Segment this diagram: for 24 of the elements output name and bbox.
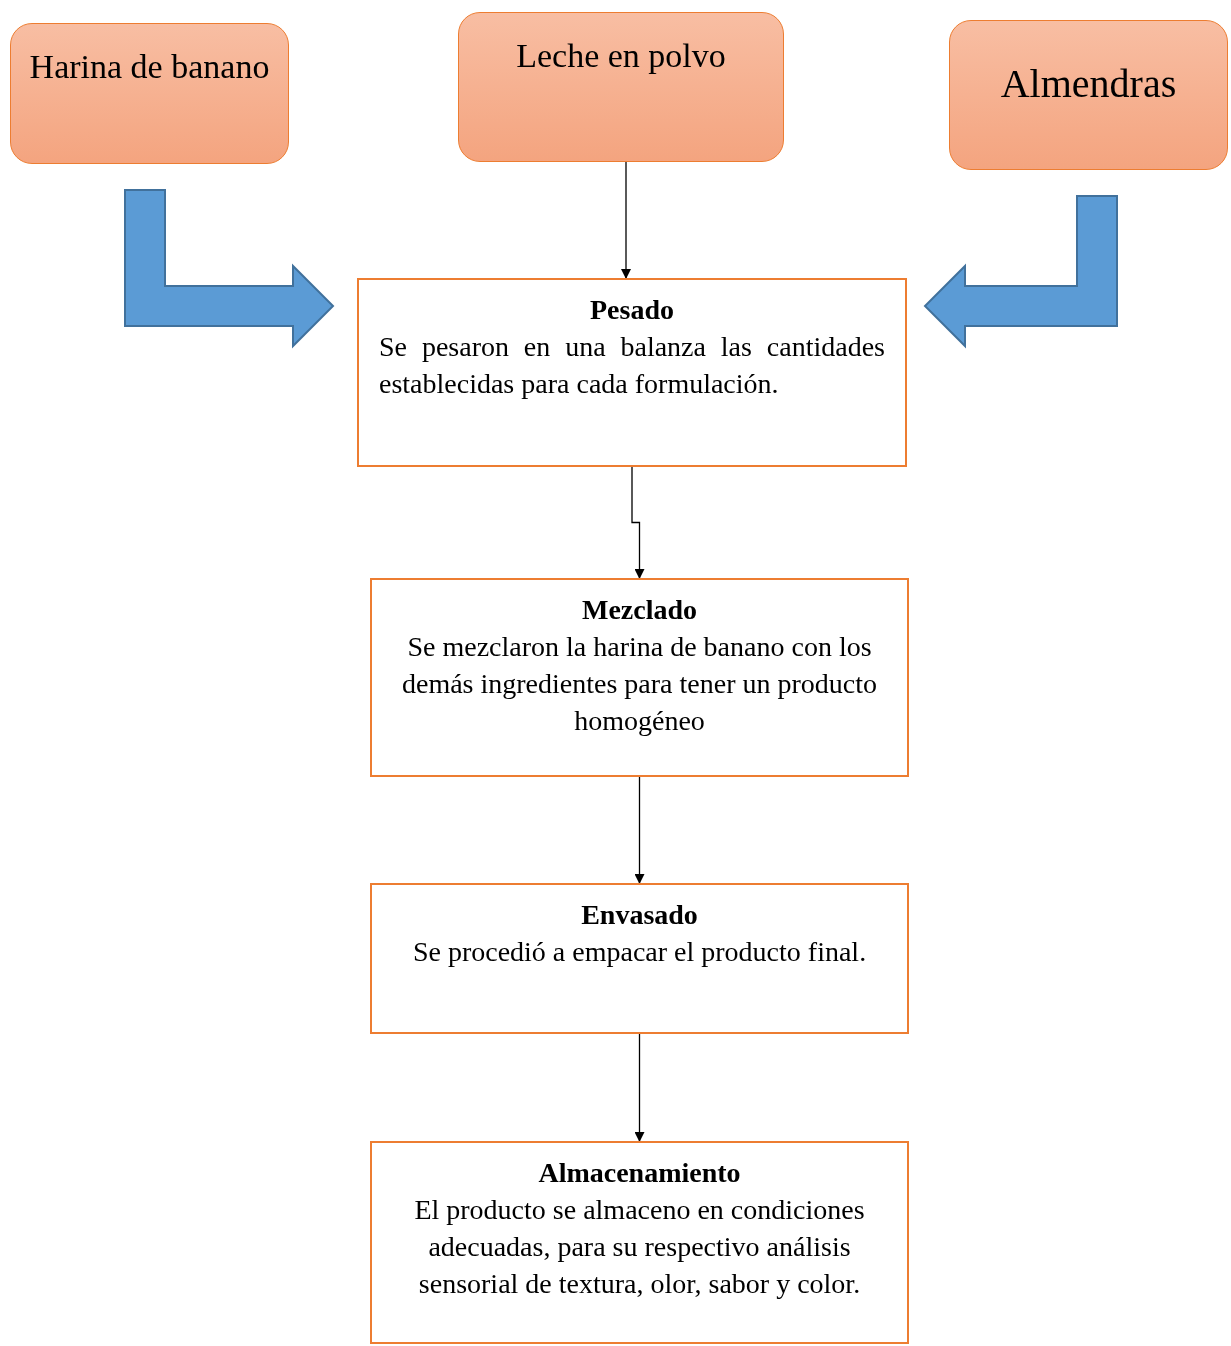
ingredient-box <box>10 23 289 164</box>
block-arrow <box>124 189 335 349</box>
ingredient-box <box>458 12 784 162</box>
arrow <box>621 161 631 279</box>
ingredient-label: Leche en polvo <box>516 36 726 76</box>
ingredient-label: Harina de banano <box>29 47 270 87</box>
ingredient-label: Almendras <box>1000 60 1177 108</box>
step-description: Se mezclaron la harina de banano con los demás ingredientes para tener un producto homogéneo <box>400 630 878 738</box>
process-box <box>370 578 909 777</box>
block-arrow <box>923 195 1118 349</box>
ingredient-box <box>949 20 1228 170</box>
step-title: Mezclado <box>580 593 699 627</box>
arrow <box>634 776 645 884</box>
step-title: Pesado <box>589 293 675 327</box>
step-title: Almacenamiento <box>537 1156 742 1190</box>
process-box <box>370 1141 909 1344</box>
step-description: El producto se almaceno en condiciones adecuadas, para su respectivo análisis sensorial de textura, olor, sabor y color. <box>413 1193 866 1301</box>
step-title: Envasado <box>580 898 699 932</box>
process-box <box>370 883 909 1034</box>
process-box <box>357 278 907 467</box>
step-description: Se pesaron en una balanza las cantidades establecidas para cada formulación. <box>379 330 885 401</box>
arrow <box>634 1033 645 1142</box>
arrow <box>631 466 645 579</box>
step-description: Se procedió a empacar el producto final. <box>411 935 868 969</box>
